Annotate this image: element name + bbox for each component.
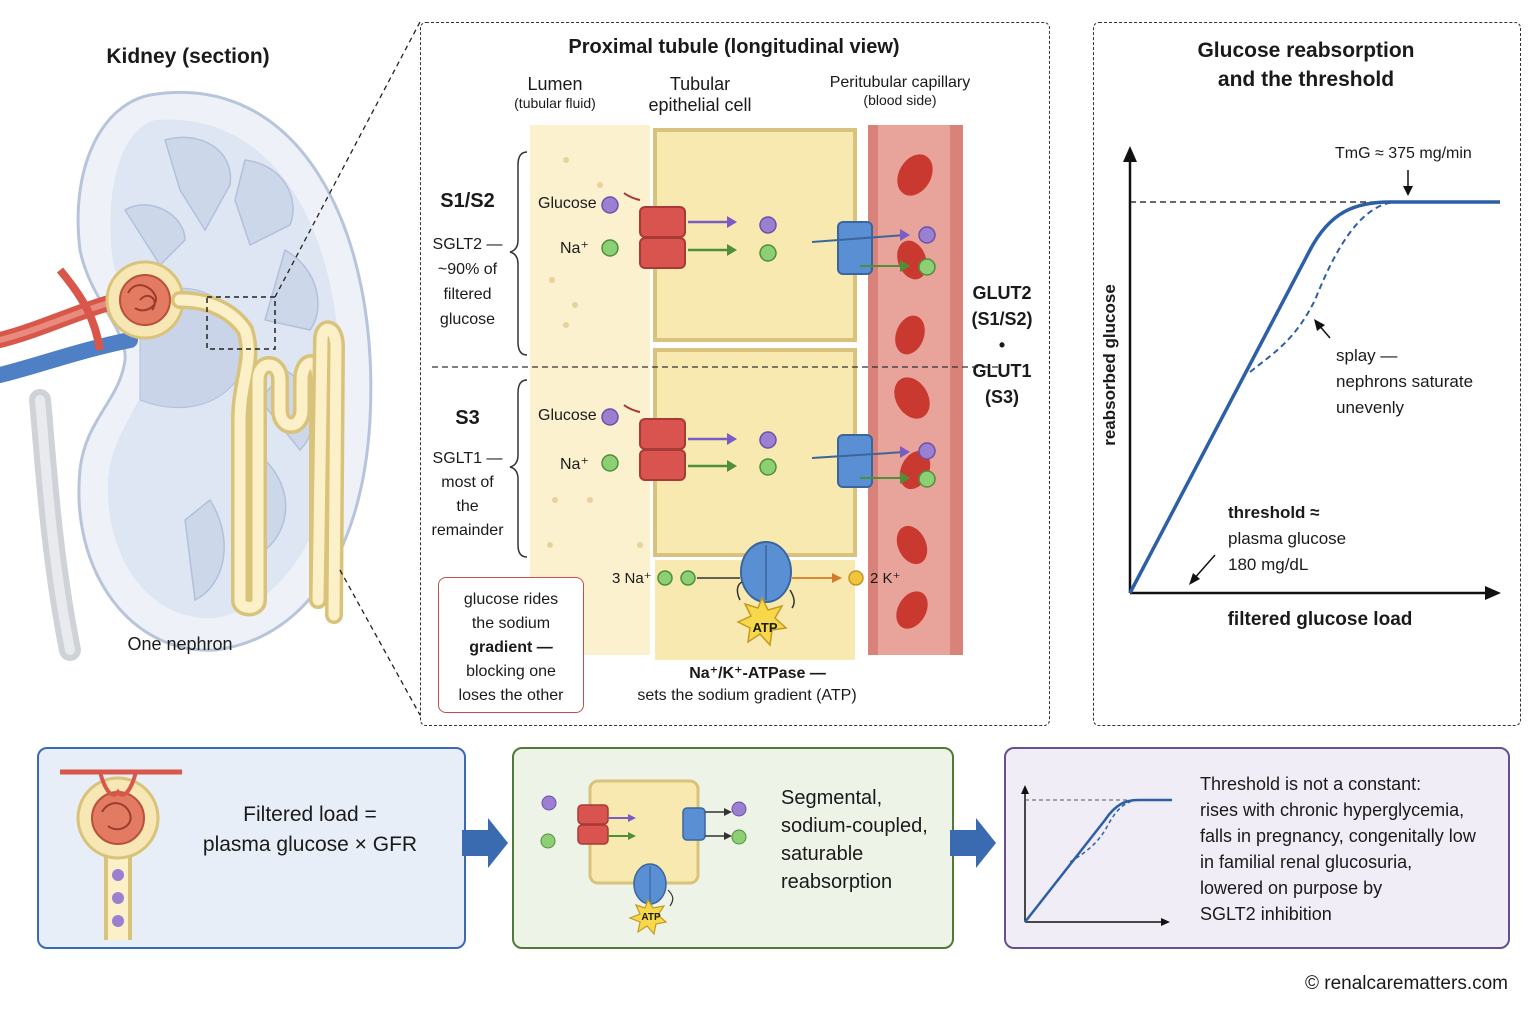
glucose-label-s3: Glucose: [538, 407, 597, 424]
atp-burst: [736, 596, 788, 647]
splay-label: splay — nephrons saturate unevenly: [1336, 346, 1474, 417]
zoom-box: [206, 296, 276, 350]
kidney-title: Kidney (section): [106, 45, 270, 68]
na-label-s3: Na⁺: [560, 456, 589, 473]
glucose-label-s12: Glucose: [538, 195, 597, 212]
glut2-transporter: [837, 221, 873, 275]
epithelial-cell-lower: [653, 348, 857, 557]
reabsorption-box: [512, 747, 954, 949]
nephron-label: One nephron: [127, 634, 233, 654]
k-out-label: 2 K⁺: [870, 570, 901, 587]
s3-desc: SGLT1 — most of the remainder: [431, 450, 504, 539]
ideal-curve: [1128, 200, 1500, 594]
glucose-dot-lumen-s3: [601, 408, 619, 426]
threshold-box: [1004, 747, 1510, 949]
na-dot-lumen-s12: [601, 239, 619, 257]
na-in-label: 3 Na⁺: [612, 570, 652, 587]
reabsorption-text: Segmental, sodium-coupled, saturable rea…: [781, 787, 928, 893]
pump-label: Na⁺/K⁺-ATPase —: [689, 665, 826, 682]
lumen-header: Lumen (tubular fluid): [514, 74, 596, 111]
s3-title: S3: [455, 407, 480, 429]
glucose-dot-lumen-s12: [601, 196, 619, 214]
threshold-label: threshold ≈ plasma glucose 180 mg/dL: [1228, 503, 1347, 574]
tubule-title: Proximal tubule (longitudinal view): [568, 36, 900, 58]
pump-sub: sets the sodium gradient (ATP): [637, 687, 857, 704]
filtered-load-text: Filtered load = plasma glucose × GFR: [202, 803, 418, 856]
sglt1-transporter: [623, 404, 686, 481]
s12-title: S1/S2: [440, 190, 495, 212]
glut-labels: GLUT2 (S1/S2) • GLUT1 (S3): [971, 283, 1033, 407]
cell-header: Tubular epithelial cell: [648, 74, 752, 115]
graph-panel: [1093, 22, 1521, 726]
sglt2-transporter: [623, 192, 686, 269]
threshold-text: Threshold is not a constant: rises with …: [1200, 774, 1476, 924]
copyright: © renalcarematters.com: [1304, 973, 1508, 994]
tmg-label: TmG ≈ 375 mg/min: [1335, 145, 1472, 162]
na-label-s12: Na⁺: [560, 240, 589, 257]
glut1-transporter: [837, 434, 873, 488]
graph-title: Glucose reabsorption and the threshold: [1197, 39, 1415, 91]
atp-label: ATP: [752, 620, 778, 635]
gradient-note: glucose rides the sodium gradient — bloc…: [438, 577, 584, 713]
epithelial-cell-upper: [653, 128, 857, 342]
box2-atp-label: ATP: [641, 912, 661, 923]
capillary-header: Peritubular capillary (blood side): [829, 74, 971, 108]
na-dot-lumen-s3: [601, 454, 619, 472]
x-axis-label: filtered glucose load: [1227, 609, 1413, 630]
s12-desc: SGLT2 — ~90% of filtered glucose: [432, 236, 503, 328]
